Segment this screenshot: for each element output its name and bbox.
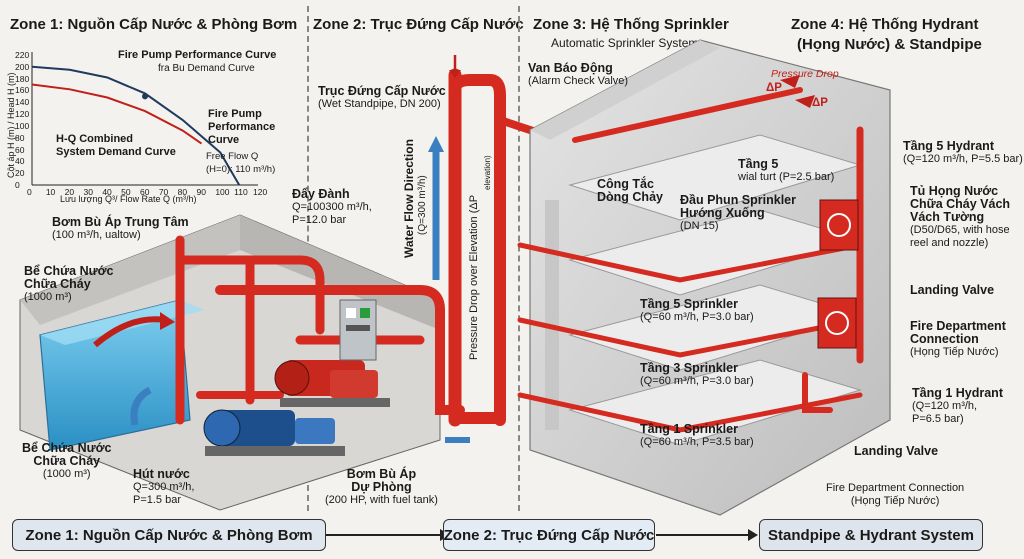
series-line-1 [31,83,203,145]
flow-box-standpipe: Standpipe & Hydrant System [759,519,983,551]
water-tank [39,299,205,451]
flow-box-zone1: Zone 1: Nguồn Cấp Nước & Phòng Bơm [12,519,326,551]
x-tick-label: 90 [196,187,206,197]
y-tick-label: 100 [15,120,30,131]
y-tick-label: 220 [15,50,30,60]
chart-xlabel: Lưu lượng Q³/ Flow Rate Q (m³/h) [60,194,197,204]
zone1-title: Zone 1: Nguồn Cấp Nước & Phòng Bơm [10,16,298,33]
label-landing-valve-1: Landing Valve [910,283,995,297]
label-dp1: ΔP [766,82,782,94]
x-tick-label: 0 [27,187,32,197]
label-floor5-sprinkler: Tầng 5 Sprinkler(Q=60 m³/h, P=3.0 bar) [640,297,754,324]
chart-subtitle: fra Bu Demand Curve [158,63,255,74]
label-flow-rate: (Q=300 m³/h) [417,175,428,235]
zone-divider-2 [518,6,520,511]
x-tick-label: 50 [121,187,131,197]
control-panel [339,299,377,361]
y-tick-label: 160 [15,85,30,96]
sprinkler-pipes [517,87,864,433]
label-floor1-hydrant: Tầng 1 Hydrant(Q=120 m³/h,P=6.5 bar) [912,386,1003,426]
label-pressure-drop-top: Pressure Drop [771,68,839,80]
zone3-subtitle: Automatic Sprinkler System [551,36,699,50]
free-flow-label: Free Flow Q (H=0): 110 m³/h) [206,151,276,175]
pump-curve-label: Fire Pump Performance Curve [208,108,276,146]
hydrant-cabinets [817,199,859,349]
demand-curve-label: H-Q Combined System Demand Curve [56,133,176,158]
label-pressure-drop-2: elevation) [483,155,492,190]
zone3-title: Zone 3: Hệ Thống Sprinkler [533,16,729,33]
x-tick-label: 60 [140,187,150,197]
chart-title: Fire Pump Performance Curve [118,49,277,61]
x-tick-label: 70 [158,187,169,197]
label-floor3-sprinkler: Tầng 3 Sprinkler(Q=60 m³/h, P=3.0 bar) [640,361,754,388]
label-landing-valve-2: Landing Valve [854,444,939,458]
x-tick-label: 20 [64,187,75,197]
zone4-title-line1: Zone 4: Hệ Thống Hydrant [791,16,979,33]
label-dp2: ΔP [812,97,828,109]
y-tick-label: 80 [15,132,25,143]
y-tick-label: 120 [15,109,30,120]
zone2-title: Zone 2: Trục Đứng Cấp Nước [313,16,524,33]
label-alarm-valve: Van Báo Động(Alarm Check Valve) [528,61,629,88]
label-central-pump: Bơm Bù Áp Trung Tâm(100 m³/h, ualtow) [52,215,189,242]
y-tick-label: 40 [15,156,25,167]
y-tick-label: 180 [15,73,30,84]
pump-blue [203,409,345,456]
pump-red [274,360,390,407]
x-tick-label: 100 [215,187,230,197]
label-floor1-sprinkler: Tầng 1 Sprinkler(Q=60 m³/h, P=3.5 bar) [640,422,754,449]
label-floor5-hydrant: Tầng 5 Hydrant(Q=120 m³/h, P=5.5 bar) [903,139,1023,166]
x-tick-label: 30 [83,187,93,197]
x-tick-label: 110 [234,187,248,197]
zone4-title-line2: (Họng Nước) & Standpipe [797,36,982,53]
performance-chart [31,52,258,186]
x-tick-label: 120 [253,187,268,197]
y-tick-label: 20 [15,168,25,179]
label-fdc-bottom: Fire Department Connection(Họng Tiếp Nướ… [826,482,965,507]
y-tick-label: 200 [15,61,30,72]
operating-point [142,93,148,100]
y-tick-label: 60 [15,144,25,155]
label-riser: Trục Đứng Cấp Nước(Wet Standpipe, DN 200… [318,84,446,111]
x-tick-label: 40 [102,187,112,197]
x-tick-label: 80 [177,187,188,197]
label-flow-direction: Water Flow Direction [402,139,416,258]
label-pressure-drop: Pressure Drop over Elevation (ΔP [468,194,480,360]
x-tick-label: 10 [45,187,56,197]
flow-box-zone2: Zone 2: Trục Đứng Cấp Nước [443,519,655,551]
y-tick-label: 140 [15,97,30,108]
y-tick-label: 0 [15,180,20,190]
